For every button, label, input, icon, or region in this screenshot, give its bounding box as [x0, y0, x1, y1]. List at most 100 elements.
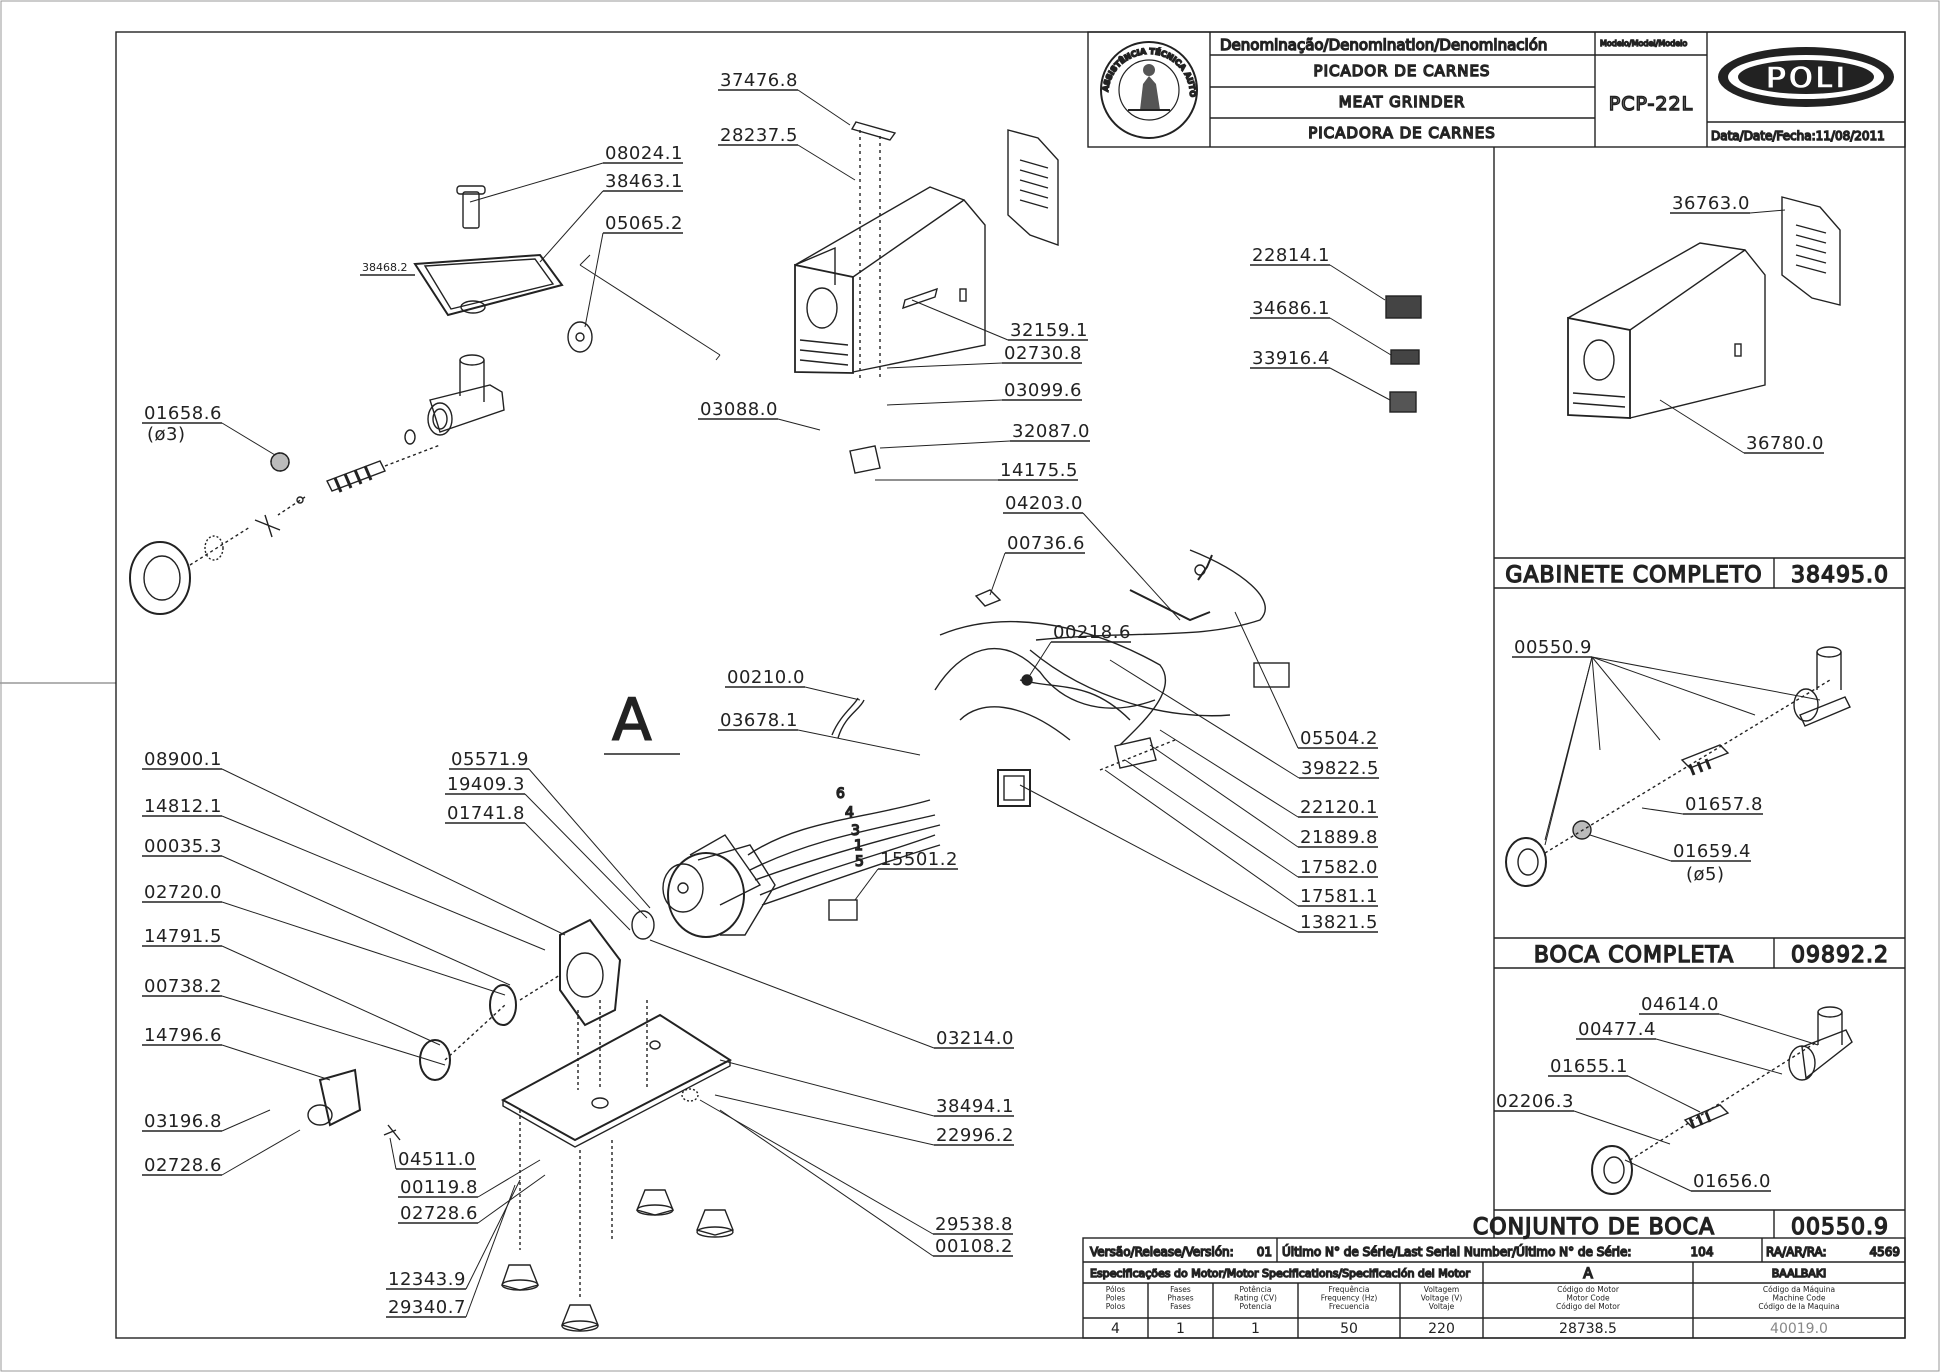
machine-name: BAALBAKI [1772, 1267, 1827, 1280]
part-number-label: 22996.2 [936, 1125, 1014, 1146]
wire-num-4: 4 [845, 805, 854, 821]
wire-num-1: 1 [854, 838, 863, 854]
leader-line [1029, 641, 1052, 676]
part-number-label: 03214.0 [936, 1028, 1014, 1049]
part-number-label: 22120.1 [1300, 797, 1378, 818]
callout-05504.2: 05504.2 [1234, 611, 1378, 749]
part-number-label: 38494.1 [936, 1096, 1014, 1117]
part-number-label: 05065.2 [605, 213, 683, 234]
callout-01658.6: 01658.6 [142, 403, 276, 456]
part-number-label: 19409.3 [447, 774, 525, 795]
part-callouts: 37476.828237.508024.138463.105065.238468… [142, 70, 1824, 1318]
callout-00108.2: 00108.2 [719, 1109, 1013, 1257]
part-number-label: 01656.0 [1693, 1171, 1771, 1192]
callout-02206.3: 02206.3 [1494, 1091, 1671, 1145]
part-number-label: 29340.7 [388, 1297, 466, 1318]
callout-22120.1: 22120.1 [1159, 729, 1378, 818]
name-es: PICADORA DE CARNES [1308, 124, 1496, 142]
leader-line [1124, 759, 1299, 878]
spec-column-label: Pólos [1106, 1285, 1126, 1294]
callout-12343.9: 12343.9 [386, 1179, 521, 1290]
leader-line [1589, 834, 1672, 862]
spec-column-label: Machine Code [1773, 1294, 1826, 1303]
leader-line [1329, 367, 1391, 401]
leader-line [221, 1109, 271, 1132]
leader-line [524, 793, 648, 919]
leader-line [989, 552, 1006, 596]
name-pt: PICADOR DE CARNES [1314, 62, 1491, 80]
drawing-border [115, 31, 1906, 1339]
callout-39822.5: 39822.5 [1109, 659, 1379, 779]
part-number-label: 01655.1 [1550, 1056, 1628, 1077]
leader-line [1591, 656, 1601, 751]
callout-05571.9: 05571.9 [449, 749, 651, 909]
spec-column-label: Motor Code [1566, 1294, 1610, 1303]
callout-5: (ø5) [1686, 864, 1724, 885]
motor-spec-header: Especificações do Motor/Motor Specificat… [1090, 1267, 1470, 1280]
leader-line [1718, 1013, 1819, 1046]
leader-line [911, 299, 1009, 341]
part-number-label: 17581.1 [1300, 886, 1378, 907]
part-number-label: 00108.2 [935, 1236, 1013, 1257]
leader-line [477, 1174, 546, 1224]
callout-36780.0: 36780.0 [1659, 399, 1824, 454]
leader-line [1749, 209, 1786, 214]
spec-column-label: Voltage (V) [1421, 1294, 1463, 1303]
part-number-label: 39822.5 [1301, 758, 1379, 779]
authorized-service-seal: ASSISTÊNCIA TÉCNICA AUTORIZADA [0, 0, 1198, 139]
callout-14796.6: 14796.6 [142, 1025, 331, 1081]
leader-line [1573, 1110, 1671, 1145]
serial-label: Último N° de Série/Last Serial Number/Úl… [1282, 1244, 1631, 1259]
part-number-label: 28237.5 [720, 125, 798, 146]
spec-column-label: Voltagem [1424, 1285, 1459, 1294]
callout-14812.1: 14812.1 [142, 796, 546, 951]
part-number-label: 08900.1 [144, 749, 222, 770]
leader-line [1591, 656, 1821, 701]
brand-name: POLI [1765, 61, 1847, 96]
callout-17582.0: 17582.0 [1124, 759, 1378, 878]
spec-column-label: Código de la Maquina [1758, 1302, 1839, 1311]
leader-line [1659, 399, 1745, 454]
leader-line [539, 190, 604, 263]
leader-line [1655, 1038, 1783, 1075]
part-number-label: 34686.1 [1252, 298, 1330, 319]
spec-column-label: Frequency (Hz) [1321, 1294, 1378, 1303]
part-number-label: 02206.3 [1496, 1091, 1574, 1112]
part-number-label: 01657.8 [1685, 794, 1763, 815]
part-number-label: 00550.9 [1514, 637, 1592, 658]
svg-text:ASSISTÊNCIA TÉCNICA AUTORIZADA: ASSISTÊNCIA TÉCNICA AUTORIZADA [0, 0, 1197, 97]
leader-line [221, 815, 546, 951]
part-number-label: 04511.0 [398, 1149, 476, 1170]
wire-num-6: 6 [836, 786, 845, 802]
assembly-code-cabinet: 38495.0 [1791, 563, 1889, 588]
mouth-complete-drawing [1505, 646, 1851, 887]
part-number-label: 01659.4 [1673, 841, 1751, 862]
leader-line [221, 1129, 301, 1176]
part-number-label: 00736.6 [1007, 533, 1085, 554]
callout-32159.1: 32159.1 [911, 299, 1088, 341]
part-number-label: 00218.6 [1053, 622, 1131, 643]
spec-column-value: 1 [1251, 1321, 1260, 1337]
leader-line [389, 1137, 397, 1170]
callout-08900.1: 08900.1 [142, 749, 566, 936]
spec-column-label: Poles [1106, 1294, 1126, 1303]
part-number-label: (ø3) [147, 424, 186, 445]
callout-38463.1: 38463.1 [539, 171, 683, 263]
part-number-label: 29538.8 [935, 1214, 1013, 1235]
seal-text: ASSISTÊNCIA TÉCNICA AUTORIZADA [0, 0, 1198, 98]
poli-logo: POLI [1718, 47, 1894, 107]
callout-00477.4: 00477.4 [1576, 1019, 1783, 1075]
title-block: ASSISTÊNCIA TÉCNICA AUTORIZADA Denominaç… [0, 0, 1906, 148]
callout-01656.0: 01656.0 [1624, 1159, 1771, 1192]
part-number-label: 04203.0 [1005, 493, 1083, 514]
callout-14175.5: 14175.5 [875, 460, 1078, 481]
part-number-label: 03196.8 [144, 1111, 222, 1132]
spec-column-label: Frecuencia [1329, 1302, 1369, 1311]
section-marker: A [612, 686, 652, 754]
callout-03196.8: 03196.8 [142, 1109, 271, 1132]
callout-38494.1: 38494.1 [719, 1059, 1014, 1117]
spec-column-label: Rating (CV) [1234, 1294, 1277, 1303]
callout-21889.8: 21889.8 [1149, 744, 1378, 848]
